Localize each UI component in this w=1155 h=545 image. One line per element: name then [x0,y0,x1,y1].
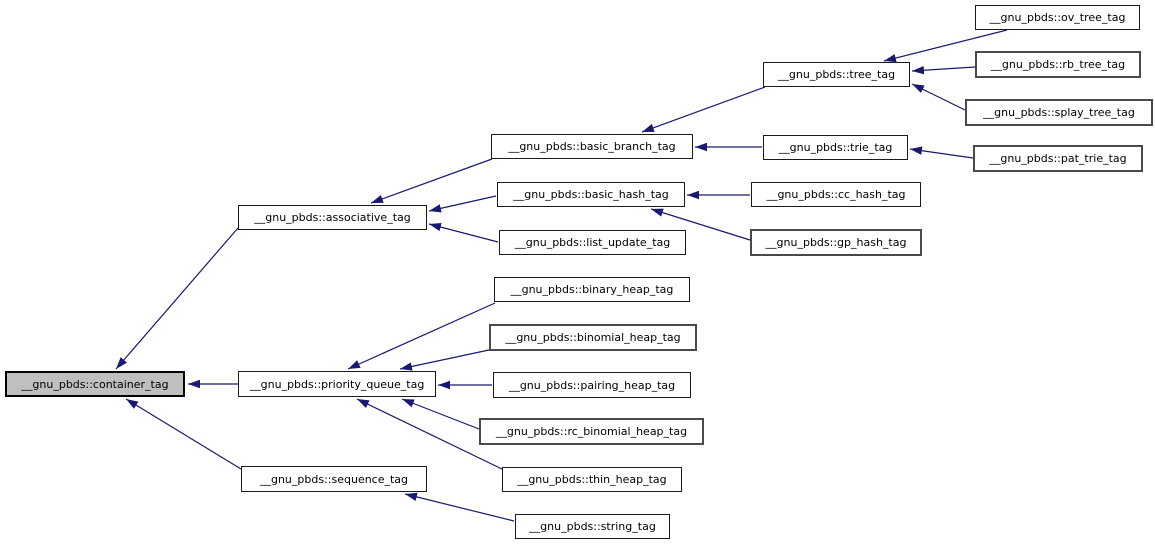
edge-basic-branch-tag-to-associative-tag [370,158,493,204]
node-label: __gnu_pbds::string_tag [529,520,656,533]
edge-basic-hash-tag-to-associative-tag [428,195,497,213]
node-container-tag[interactable]: __gnu_pbds::container_tag [5,371,185,397]
node-binomial-heap-tag[interactable]: __gnu_pbds::binomial_heap_tag [489,324,697,351]
node-pat-trie-tag[interactable]: __gnu_pbds::pat_trie_tag [973,145,1143,172]
edge-associative-tag-to-container-tag [115,227,239,370]
node-binary-heap-tag[interactable]: __gnu_pbds::binary_heap_tag [494,277,690,302]
edge-binomial-heap-tag-to-priority-queue-tag [399,349,490,371]
node-label: __gnu_pbds::container_tag [21,377,169,391]
edge-sequence-tag-to-container-tag [125,398,242,470]
node-trie-tag[interactable]: __gnu_pbds::trie_tag [763,135,908,160]
node-label: __gnu_pbds::basic_hash_tag [513,188,669,201]
node-label: __gnu_pbds::rb_tree_tag [990,58,1126,71]
node-list-update-tag[interactable]: __gnu_pbds::list_update_tag [499,230,686,255]
node-ov-tree-tag[interactable]: __gnu_pbds::ov_tree_tag [975,5,1140,30]
node-label: __gnu_pbds::priority_queue_tag [249,377,425,391]
edge-pat-trie-tag-to-trie-tag [909,146,974,159]
edge-rc-binomial-heap-tag-to-priority-queue-tag [401,398,480,430]
node-label: __gnu_pbds::sequence_tag [259,472,409,486]
node-label: __gnu_pbds::cc_hash_tag [766,188,906,201]
node-string-tag[interactable]: __gnu_pbds::string_tag [515,514,670,539]
edge-thin-heap-tag-to-priority-queue-tag [356,398,505,471]
node-tree-tag[interactable]: __gnu_pbds::tree_tag [763,62,910,87]
node-label: __gnu_pbds::pat_trie_tag [989,152,1127,165]
node-label: __gnu_pbds::trie_tag [778,141,893,154]
node-label: __gnu_pbds::splay_tree_tag [983,106,1135,119]
node-sequence-tag[interactable]: __gnu_pbds::sequence_tag [241,466,427,492]
node-cc-hash-tag[interactable]: __gnu_pbds::cc_hash_tag [751,182,921,207]
node-label: __gnu_pbds::list_update_tag [514,236,671,249]
edge-tree-tag-to-basic-branch-tag [641,86,766,133]
node-gp-hash-tag[interactable]: __gnu_pbds::gp_hash_tag [750,229,922,256]
edge-list-update-tag-to-associative-tag [428,222,499,243]
node-label: __gnu_pbds::binary_heap_tag [510,283,674,296]
node-basic-hash-tag[interactable]: __gnu_pbds::basic_hash_tag [497,182,685,207]
edge-rb-tree-tag-to-tree-tag [911,66,976,75]
node-pairing-heap-tag[interactable]: __gnu_pbds::pairing_heap_tag [493,372,691,398]
node-label: __gnu_pbds::gp_hash_tag [765,236,907,249]
node-label: __gnu_pbds::pairing_heap_tag [508,378,676,392]
node-associative-tag[interactable]: __gnu_pbds::associative_tag [238,205,427,230]
node-basic-branch-tag[interactable]: __gnu_pbds::basic_branch_tag [491,134,693,159]
edge-ov-tree-tag-to-tree-tag [883,29,1008,63]
node-label: __gnu_pbds::basic_branch_tag [508,140,676,153]
node-priority-queue-tag[interactable]: __gnu_pbds::priority_queue_tag [238,371,436,397]
node-label: __gnu_pbds::rc_binomial_heap_tag [495,425,688,438]
node-splay-tree-tag[interactable]: __gnu_pbds::splay_tree_tag [965,99,1153,126]
node-label: __gnu_pbds::thin_heap_tag [517,473,667,486]
node-label: __gnu_pbds::ov_tree_tag [989,11,1126,24]
node-rb-tree-tag[interactable]: __gnu_pbds::rb_tree_tag [975,51,1141,78]
edge-string-tag-to-sequence-tag [404,492,515,522]
edge-gp-hash-tag-to-basic-hash-tag [650,208,751,241]
edge-splay-tree-tag-to-tree-tag [911,83,966,111]
node-label: __gnu_pbds::tree_tag [777,68,896,81]
node-rc-binomial-heap-tag[interactable]: __gnu_pbds::rc_binomial_heap_tag [479,418,704,445]
node-label: __gnu_pbds::associative_tag [254,211,411,224]
edge-binary-heap-tag-to-priority-queue-tag [347,302,496,370]
node-thin-heap-tag[interactable]: __gnu_pbds::thin_heap_tag [502,467,682,492]
node-label: __gnu_pbds::binomial_heap_tag [505,331,681,344]
